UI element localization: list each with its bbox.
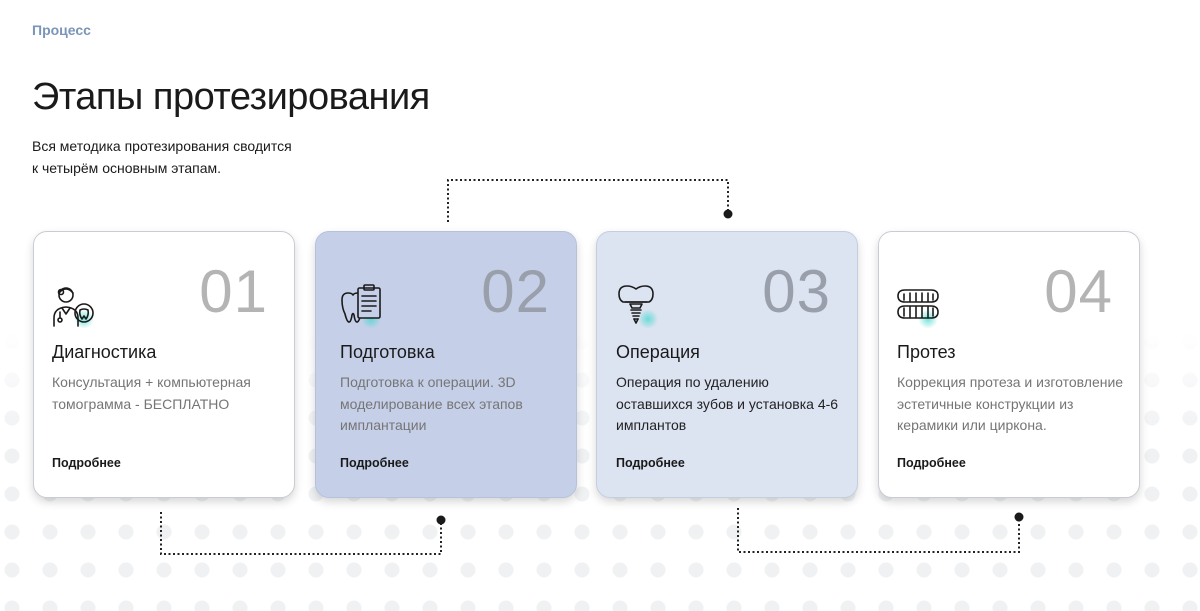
section-intro: Вся методика протезирования сводится к ч… <box>32 135 292 179</box>
stage-description: Подготовка к операции. 3D моделирование … <box>340 374 523 433</box>
connector-dot-2-3 <box>723 209 733 219</box>
connector-1-2 <box>160 512 442 555</box>
stage-number: 02 <box>481 258 550 325</box>
stage-card-preparation[interactable]: 02 Подготовка Подготовка к операции. 3D … <box>315 231 577 498</box>
stage-title: Диагностика <box>52 342 157 362</box>
stage-number: 04 <box>1044 258 1113 325</box>
intro-line-1: Вся методика протезирования сводится <box>32 138 292 154</box>
intro-line-2: к четырём основным этапам. <box>32 160 221 176</box>
stage-title: Операция <box>616 342 700 362</box>
more-link[interactable]: Подробнее <box>52 456 121 470</box>
dental-implant-icon <box>615 282 661 328</box>
stage-description: Консультация + компьютерная томограмма -… <box>52 374 251 412</box>
connector-2-3 <box>447 179 729 222</box>
stage-description: Коррекция протеза и изготовление эстетич… <box>897 374 1124 433</box>
connector-dot-1-2 <box>436 515 446 525</box>
tooth-clipboard-icon <box>338 282 384 328</box>
page-title: Этапы протезирования <box>32 76 430 118</box>
connector-dot-3-4 <box>1014 512 1024 522</box>
more-link[interactable]: Подробнее <box>340 456 409 470</box>
stage-number: 03 <box>762 258 831 325</box>
connector-3-4 <box>737 508 1020 553</box>
stage-number: 01 <box>199 258 268 325</box>
more-link[interactable]: Подробнее <box>616 456 685 470</box>
doctor-tooth-icon <box>51 282 97 328</box>
stage-card-operation[interactable]: 03 Операция Операция по удалению оставши… <box>596 231 858 498</box>
denture-icon <box>895 282 941 328</box>
stage-title: Протез <box>897 342 956 362</box>
stage-card-diagnostics[interactable]: 01 Диагностика Консультация + компьютерн… <box>33 231 295 498</box>
more-link[interactable]: Подробнее <box>897 456 966 470</box>
section-eyebrow: Процесс <box>32 22 91 38</box>
stage-card-prosthesis[interactable]: 04 Протез Коррекция протеза и изготовлен… <box>878 231 1140 498</box>
stage-description: Операция по удалению оставшихся зубов и … <box>616 374 839 433</box>
stage-title: Подготовка <box>340 342 435 362</box>
